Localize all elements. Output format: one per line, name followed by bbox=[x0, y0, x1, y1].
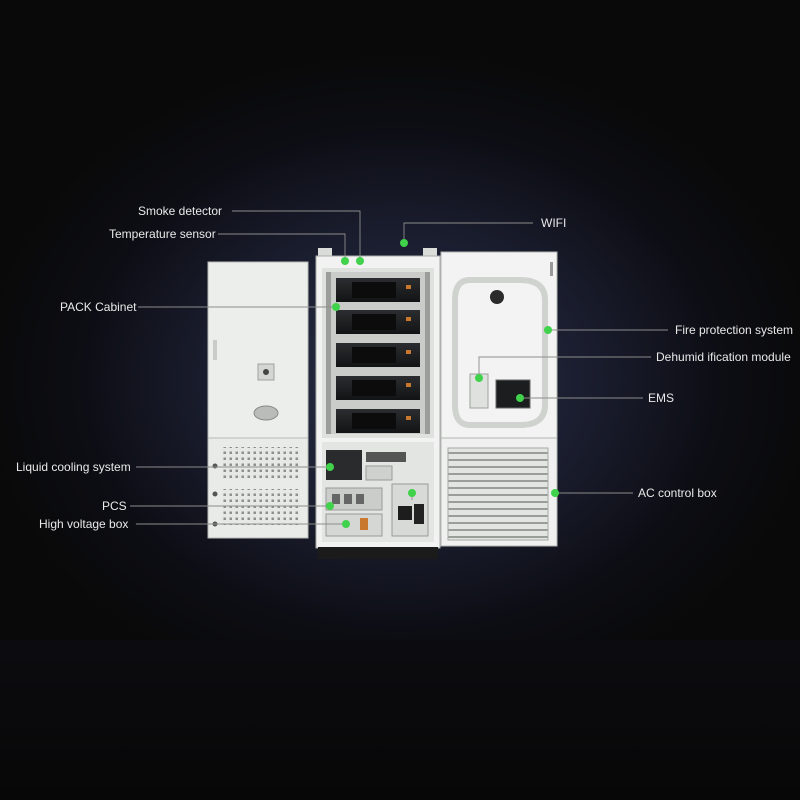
door-handle bbox=[213, 340, 217, 360]
leader-lines bbox=[130, 210, 668, 525]
label-pack-cabinet: PACK Cabinet bbox=[60, 300, 137, 314]
right-door bbox=[440, 251, 558, 547]
leader-wifi bbox=[403, 222, 533, 243]
label-fire-protection: Fire protection system bbox=[675, 323, 794, 337]
markers bbox=[326, 239, 559, 528]
marker-ac-control-box bbox=[551, 489, 559, 497]
leader-dehumidification bbox=[478, 356, 651, 375]
leader-smoke-detector bbox=[232, 210, 361, 261]
label-ems: EMS bbox=[648, 391, 675, 405]
marker-dehumidification bbox=[475, 374, 483, 382]
marker-pcs bbox=[326, 502, 334, 510]
marker-temperature-sensor bbox=[341, 257, 349, 265]
marker-fire-protection bbox=[544, 326, 552, 334]
marker-ac-control-box-internal bbox=[408, 489, 416, 497]
label-dehumidification: Dehumid ification module bbox=[656, 350, 791, 364]
left-door-vent-upper bbox=[222, 447, 300, 479]
left-door-vent-lower bbox=[222, 489, 300, 525]
label-wifi: WIFI bbox=[541, 216, 567, 230]
label-smoke-detector: Smoke detector bbox=[138, 204, 223, 218]
marker-wifi bbox=[400, 239, 408, 247]
fire-suppression-nozzle bbox=[490, 290, 504, 304]
marker-liquid-cooling bbox=[326, 463, 334, 471]
marker-smoke-detector bbox=[356, 257, 364, 265]
marker-high-voltage-box bbox=[342, 520, 350, 528]
pack-module bbox=[336, 376, 420, 400]
marker-ems bbox=[516, 394, 524, 402]
pack-cabinet bbox=[326, 272, 430, 434]
label-liquid-cooling: Liquid cooling system bbox=[16, 460, 131, 474]
label-high-voltage-box: High voltage box bbox=[39, 517, 129, 531]
label-pcs: PCS bbox=[102, 499, 127, 513]
label-temperature-sensor: Temperature sensor bbox=[109, 227, 216, 241]
floor bbox=[0, 640, 800, 800]
pack-module bbox=[336, 343, 420, 367]
leader-temperature-sensor bbox=[218, 233, 346, 261]
pack-module bbox=[336, 409, 420, 433]
ems-screen bbox=[495, 379, 531, 409]
ac-louver-panel bbox=[447, 447, 549, 541]
left-door bbox=[207, 261, 309, 539]
high-voltage-unit bbox=[325, 513, 383, 537]
pack-module bbox=[336, 310, 420, 334]
pack-module bbox=[336, 278, 420, 302]
label-ac-control-box: AC control box bbox=[638, 486, 717, 500]
marker-pack-cabinet bbox=[332, 303, 340, 311]
pcs-unit bbox=[325, 487, 383, 511]
